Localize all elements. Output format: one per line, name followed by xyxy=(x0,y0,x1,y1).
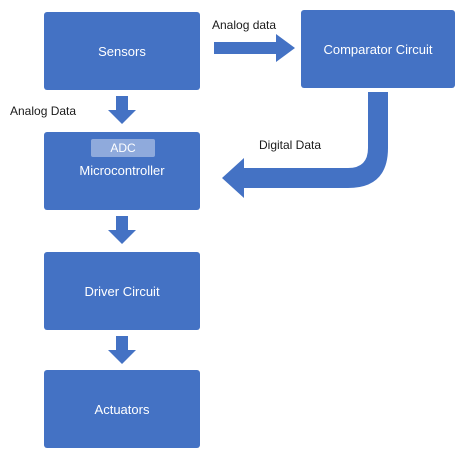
comparator-circuit-box: Comparator Circuit xyxy=(301,10,455,88)
arrow-driver-to-actuators xyxy=(108,336,136,364)
actuators-label: Actuators xyxy=(94,401,150,417)
edge-label-digital-data: Digital Data xyxy=(259,138,322,152)
adc-chip: ADC xyxy=(91,139,155,157)
arrow-sensors-to-microcontroller xyxy=(108,96,136,124)
comparator-circuit-label: Comparator Circuit xyxy=(323,41,433,57)
microcontroller-label: Microcontroller xyxy=(79,163,165,178)
arrow-microcontroller-to-driver xyxy=(108,216,136,244)
arrow-comparator-to-microcontroller xyxy=(222,92,388,198)
edge-label-analog-data-top: Analog data xyxy=(212,18,277,32)
driver-circuit-box: Driver Circuit xyxy=(44,252,200,330)
arrow-sensors-to-comparator xyxy=(214,34,295,62)
driver-circuit-label: Driver Circuit xyxy=(84,283,160,299)
sensors-box: Sensors xyxy=(44,12,200,90)
actuators-box: Actuators xyxy=(44,370,200,448)
edge-label-analog-data-left: Analog Data xyxy=(10,104,77,118)
sensors-label: Sensors xyxy=(98,43,146,59)
